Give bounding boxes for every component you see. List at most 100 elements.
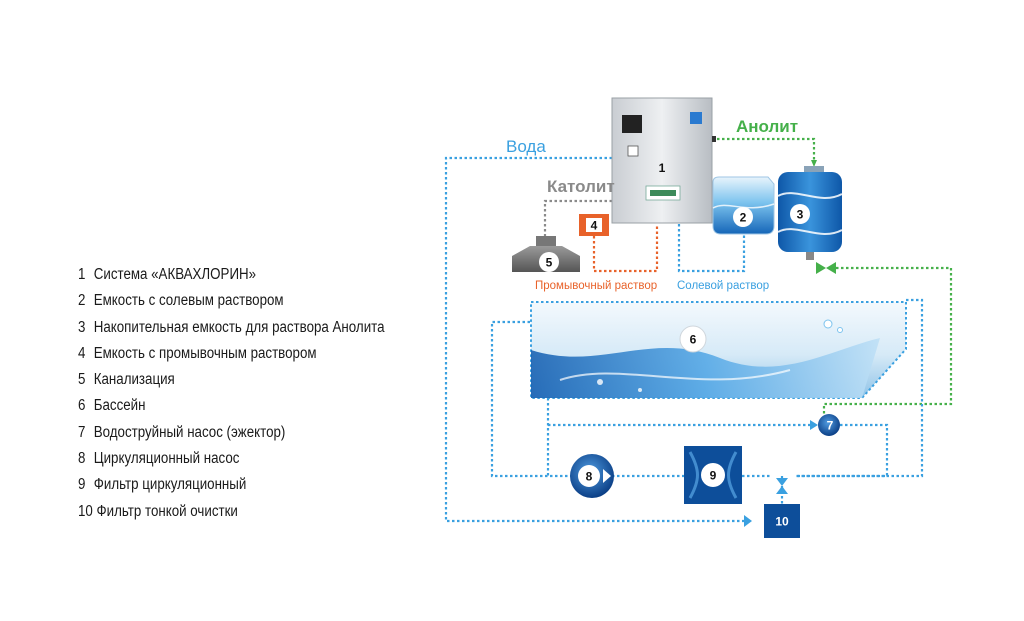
fine-filter-body — [764, 504, 800, 538]
circ-pump-badge — [578, 465, 600, 487]
side-connector — [712, 136, 716, 142]
legend-item-9: 9 Фильтр циркуляционный — [78, 472, 385, 498]
valve-icon — [776, 478, 788, 486]
pool-badge — [679, 325, 707, 353]
ejector: 7 — [818, 414, 840, 436]
anolyte-tank: 3 — [777, 166, 843, 260]
wash-tank-badge — [586, 218, 602, 232]
salt-tank-wave — [712, 203, 775, 209]
circ-filter: 9 — [684, 446, 742, 504]
ejector-body — [818, 414, 840, 436]
pipe-lines — [444, 137, 953, 523]
legend-num: 2 — [78, 292, 86, 310]
legend-text: Фильтр циркуляционный — [93, 476, 247, 494]
anolyte-return-pipe — [822, 266, 953, 418]
pool-badge-text: 6 — [690, 333, 697, 347]
circ-filter-badge-text: 9 — [710, 469, 717, 483]
catholyte-pipe — [543, 199, 612, 236]
anolyte-tank-wave — [777, 228, 843, 235]
legend-num: 5 — [78, 371, 86, 389]
circ-filter-badge — [701, 463, 725, 487]
salt-tank-badge — [733, 207, 753, 227]
legend-item-7: 7 Водоструйный насос (эжектор) — [78, 420, 385, 446]
legend-text: Емкость с промывочным раствором — [93, 344, 317, 362]
legend-num: 10 — [78, 502, 93, 520]
pool-water-wave — [531, 338, 880, 398]
legend-num: 9 — [78, 476, 86, 494]
indicator-icon — [627, 145, 639, 157]
bubble-icon — [823, 319, 833, 329]
legend-text: Водоструйный насос (эжектор) — [93, 423, 286, 441]
legend-item-6: 6 Бассейн — [78, 393, 385, 419]
flow-arrows — [744, 160, 818, 527]
legend-text: Емкость с солевым раствором — [93, 292, 284, 310]
anolyte-pipe — [712, 137, 816, 160]
pool-wave-highlight — [559, 369, 791, 381]
legend-item-3: 3 Накопительная емкость для раствора Ано… — [78, 315, 385, 341]
filter-swirl-icon — [688, 451, 738, 499]
wash-pipe — [592, 224, 659, 273]
legend: 1 Система «АКВАХЛОРИН» 2 Емкость с солев… — [78, 262, 434, 525]
pool: 6 — [530, 301, 907, 399]
unit-badge-text: 1 — [659, 161, 666, 175]
valve-icon — [816, 262, 826, 274]
water-label: Вода — [506, 137, 546, 156]
anolyte-tank-badge-text: 3 — [797, 208, 804, 222]
legend-num: 1 — [78, 266, 86, 283]
legend-item-8: 8 Циркуляционный насос — [78, 446, 385, 472]
pool-return-pipe — [796, 298, 924, 478]
brand-icon — [690, 112, 702, 124]
fine-filter: 10 — [764, 504, 800, 538]
fine-filter-badge-text: 10 — [775, 515, 789, 529]
ejector-outlet-pipe — [796, 423, 889, 478]
salt-tank-badge-text: 2 — [740, 211, 747, 225]
salt-solution-label: Солевой раствор — [677, 280, 769, 292]
valve-icon — [776, 486, 788, 494]
arrow-icon — [744, 515, 752, 527]
bubble-icon — [597, 379, 603, 385]
legend-num: 3 — [78, 318, 86, 336]
tank-outlet — [806, 252, 814, 260]
legend-num: 6 — [78, 397, 86, 415]
legend-item-4: 4 Емкость с промывочным раствором — [78, 341, 385, 367]
tank-cap — [804, 166, 824, 174]
circ-pump-badge-text: 8 — [586, 470, 593, 484]
salt-tank: 2 — [712, 176, 775, 235]
sewer-drain — [536, 236, 556, 248]
bubble-icon — [837, 327, 843, 333]
arrow-icon — [810, 420, 818, 430]
display-panel — [622, 115, 642, 133]
salt-tank-body — [712, 176, 775, 235]
legend-text: Циркуляционный насос — [93, 450, 240, 468]
legend-item-2: 2 Емкость с солевым раствором — [78, 288, 385, 314]
anolyte-tank-badge — [790, 204, 810, 224]
water-pipe — [444, 156, 752, 523]
circ-pump: 8 — [570, 454, 614, 498]
filter-valve — [776, 478, 788, 494]
anolyte-tank-wave — [777, 192, 843, 199]
legend-item-1: 1 Система «АКВАХЛОРИН» — [78, 262, 385, 288]
legend-item-5: 5 Канализация — [78, 367, 385, 393]
sewer-badge — [539, 252, 559, 272]
sewer-badge-text: 5 — [546, 256, 553, 270]
legend-text: Накопительная емкость для раствора Аноли… — [93, 318, 385, 336]
arrow-icon — [811, 160, 817, 167]
sewer: 5 — [512, 236, 580, 272]
wash-tank-badge-text: 4 — [591, 219, 598, 233]
anolyte-valve — [816, 262, 836, 274]
legend-text: Система «АКВАХЛОРИН» — [93, 266, 257, 283]
ejector-badge-text: 7 — [827, 419, 834, 433]
pool-outlet-pipe — [490, 320, 572, 478]
wash-tank: 4 — [579, 214, 609, 236]
legend-item-10: 10 Фильтр тонкой очистки — [78, 499, 385, 525]
legend-num: 8 — [78, 450, 86, 468]
legend-num: 4 — [78, 344, 86, 362]
bubble-icon — [638, 388, 642, 392]
anolyte-label: Анолит — [736, 117, 798, 136]
wash-solution-label: Промывочный раствор — [535, 280, 657, 292]
anolyte-tank-body — [778, 172, 842, 252]
legend-text: Фильтр тонкой очистки — [96, 502, 238, 520]
legend-text: Бассейн — [93, 397, 146, 415]
control-unit: 1 — [611, 97, 716, 224]
